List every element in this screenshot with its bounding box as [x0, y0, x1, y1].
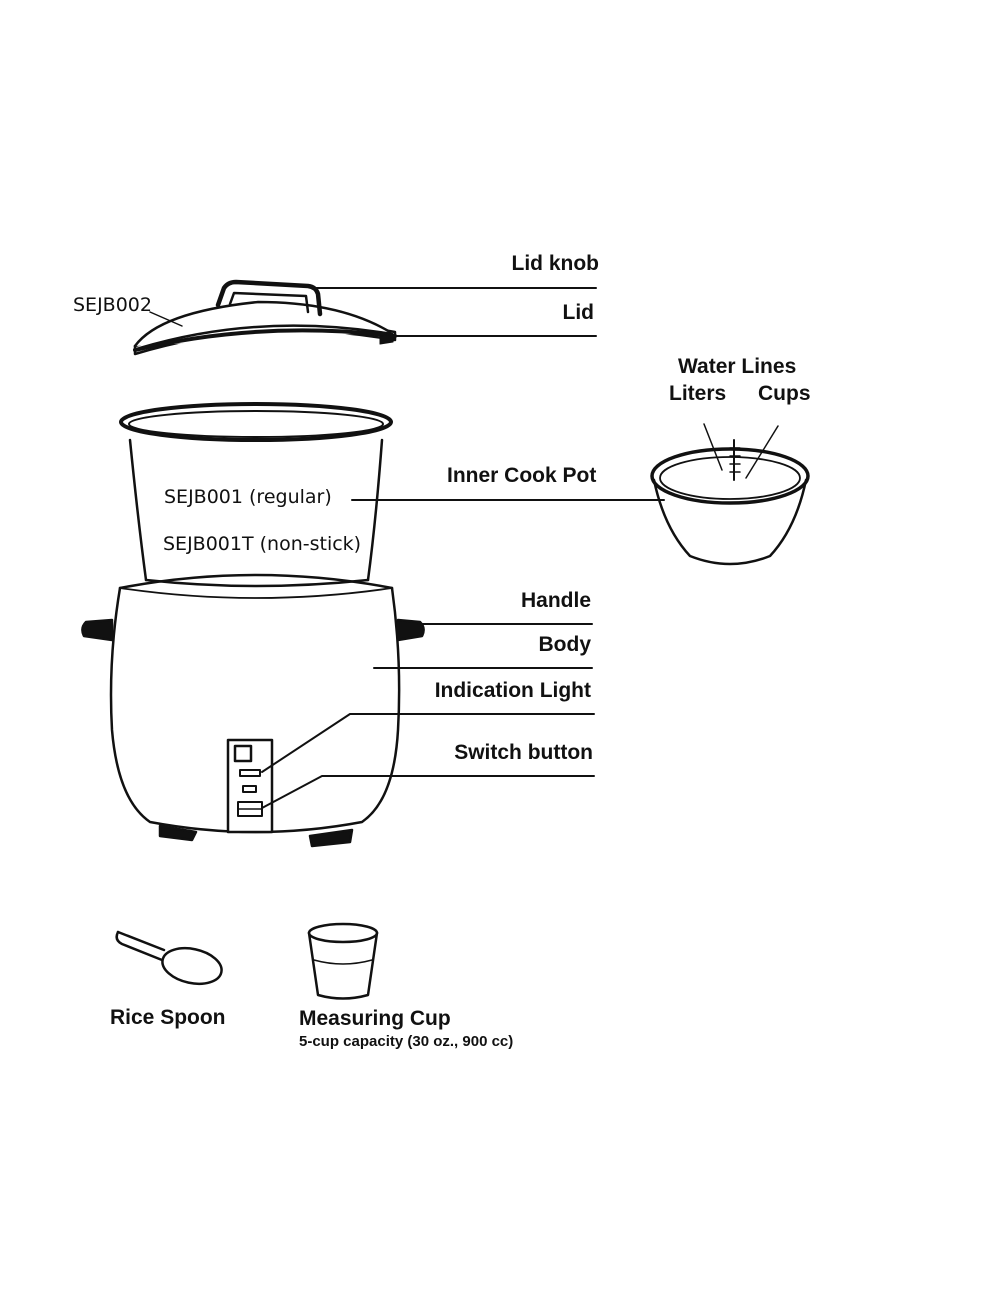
switch-button-label: Switch button — [454, 741, 593, 764]
liters-label: Liters — [669, 382, 727, 405]
measuring-cup-capacity: 5-cup capacity (30 oz., 900 cc) — [299, 1033, 514, 1050]
lid-label: Lid — [562, 301, 595, 324]
handle-label: Handle — [520, 589, 591, 612]
lid-illustration — [133, 300, 397, 356]
measuring-cup-label: Measuring Cup — [299, 1007, 451, 1030]
pot-part-number-nonstick: SEJB001T (non-stick) — [163, 533, 362, 555]
water-lines-label: Water Lines — [678, 355, 797, 378]
cups-label: Cups — [758, 382, 811, 405]
lid-knob-illustration — [215, 279, 323, 317]
measuring-cup-illustration — [307, 922, 379, 1000]
lid-part-number: SEJB002 — [73, 294, 152, 316]
pot-part-number-regular: SEJB001 (regular) — [164, 486, 332, 508]
cooker-body-illustration — [81, 573, 425, 848]
rice-spoon-label: Rice Spoon — [110, 1006, 226, 1029]
inner-cook-pot-illustration — [119, 402, 393, 588]
inner-cook-pot-label: Inner Cook Pot — [447, 464, 597, 487]
water-lines-bowl-illustration — [650, 423, 810, 566]
lid-knob-label: Lid knob — [511, 252, 600, 275]
indication-light-label: Indication Light — [434, 679, 591, 702]
rice-spoon-illustration — [115, 930, 223, 986]
leader-lines — [149, 287, 665, 809]
body-label: Body — [538, 633, 592, 656]
